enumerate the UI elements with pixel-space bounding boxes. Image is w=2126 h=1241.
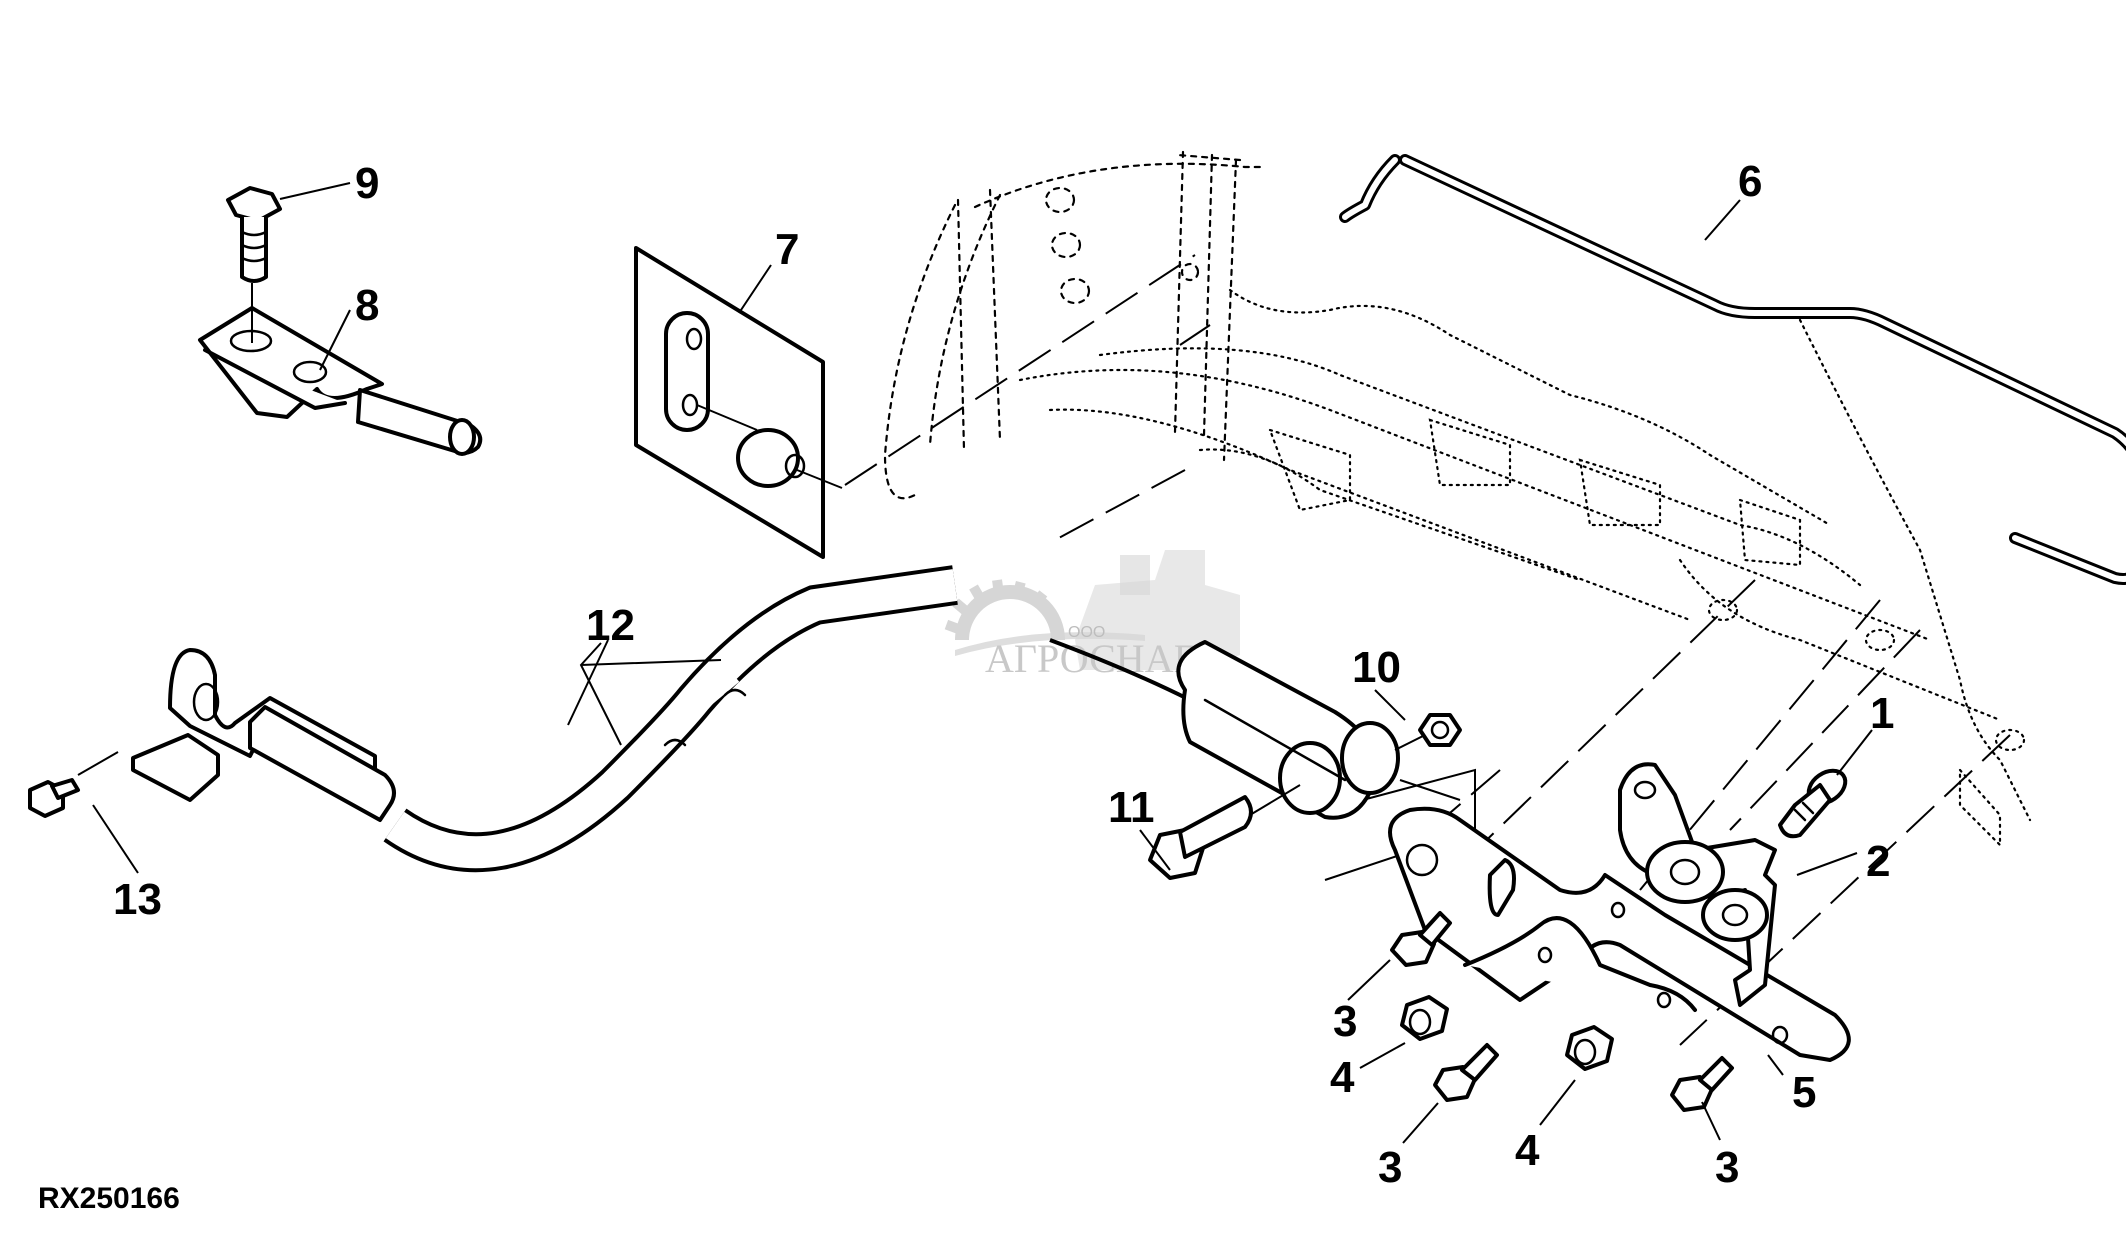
leader-lines bbox=[92, 182, 1873, 1144]
part-9-hex-bolt bbox=[226, 186, 282, 343]
part-3-cap-screw-right bbox=[1670, 1056, 1734, 1112]
part-4-hex-nut-right bbox=[1565, 1025, 1614, 1071]
part-8-handle-bracket bbox=[198, 306, 483, 456]
part-11-hex-bolt bbox=[1148, 784, 1301, 880]
part-13-flanged-screw bbox=[28, 751, 119, 818]
part-5-latch-plate bbox=[1388, 806, 1851, 1062]
part-10-lock-nut bbox=[1394, 713, 1462, 751]
clevis bbox=[1176, 640, 1400, 820]
watermark-logo: ООО АГРОСНАБ bbox=[944, 550, 1240, 681]
callout-8: 8 bbox=[355, 281, 379, 330]
hood-phantom-outline bbox=[883, 150, 2032, 848]
callout-2: 2 bbox=[1866, 837, 1890, 886]
part-6-hood-rod bbox=[1339, 154, 2126, 585]
callout-12: 12 bbox=[586, 601, 635, 650]
callout-5: 5 bbox=[1792, 1068, 1816, 1117]
callout-3-right: 3 bbox=[1715, 1143, 1739, 1192]
callout-7: 7 bbox=[775, 225, 799, 274]
callout-13: 13 bbox=[113, 875, 162, 924]
part-3-cap-screw-lower-left bbox=[1433, 1043, 1499, 1102]
callouts: 9 8 7 6 10 11 12 13 1 2 5 3 4 3 4 3 bbox=[113, 157, 1894, 1192]
watermark-company-name: АГРОСНАБ bbox=[985, 636, 1197, 681]
part-2-latch bbox=[1618, 762, 1777, 1007]
callout-10: 10 bbox=[1352, 643, 1401, 692]
figure-code: RX250166 bbox=[38, 1182, 180, 1215]
callout-4-left: 4 bbox=[1330, 1053, 1355, 1102]
gear-icon bbox=[944, 579, 1065, 640]
callout-3-lower-left: 3 bbox=[1378, 1143, 1402, 1192]
part-12-release-cable bbox=[131, 565, 1281, 873]
callout-3-upper-left: 3 bbox=[1333, 997, 1357, 1046]
callout-1: 1 bbox=[1870, 689, 1894, 738]
part-4-hex-nut-left bbox=[1400, 995, 1449, 1041]
callout-6: 6 bbox=[1738, 157, 1762, 206]
callout-11: 11 bbox=[1108, 783, 1155, 832]
part-7-decal bbox=[634, 246, 843, 559]
callout-4-right: 4 bbox=[1515, 1126, 1540, 1175]
part-1-latch-screw bbox=[1778, 768, 1848, 839]
callout-9: 9 bbox=[355, 159, 379, 208]
combine-harvester-icon bbox=[1075, 550, 1240, 670]
part-3-cap-screw-upper-left bbox=[1390, 911, 1452, 967]
watermark-prefix: ООО bbox=[1068, 624, 1105, 641]
